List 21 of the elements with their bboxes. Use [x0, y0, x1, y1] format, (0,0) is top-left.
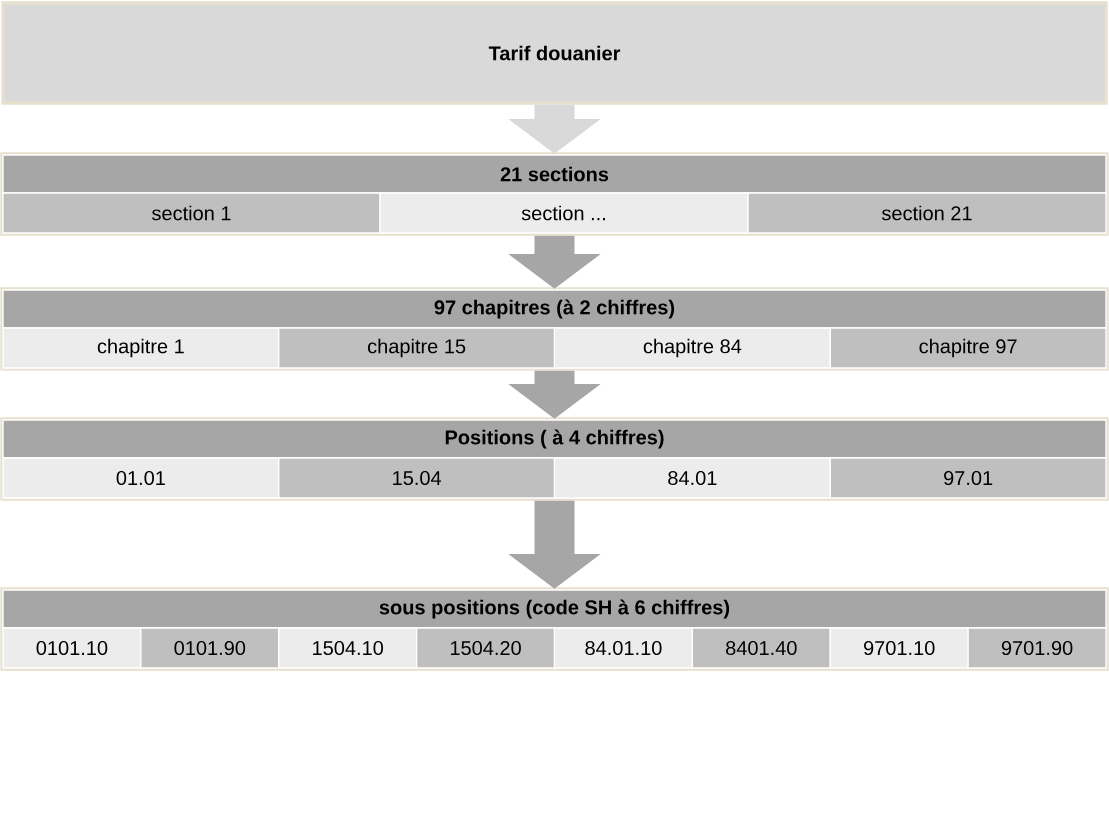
- table-cell: 01.01: [2, 457, 280, 499]
- table-cell: 9701.90: [967, 627, 1107, 669]
- title-bar: Tarif douanier: [1, 1, 1108, 105]
- table-cell: 8401.40: [691, 627, 831, 669]
- header-bar: 21 sections: [2, 154, 1107, 194]
- table-cell: 84.01.10: [553, 627, 694, 669]
- table-cell: section ...: [379, 192, 749, 234]
- table-cell: 0101.10: [2, 627, 142, 669]
- table-cell: chapitre 15: [278, 327, 556, 369]
- table-cell: 0101.90: [140, 627, 280, 669]
- table-cell: 1504.10: [278, 627, 418, 669]
- table-cell: section 1: [2, 192, 381, 234]
- table-cell: chapitre 1: [2, 327, 280, 369]
- table-cell: 84.01: [553, 457, 831, 499]
- table-cell: 1504.20: [415, 627, 556, 669]
- table-cell: 9701.10: [829, 627, 969, 669]
- table-cell: 15.04: [278, 457, 556, 499]
- table-cell: section 21: [747, 192, 1107, 234]
- table-cell: chapitre 84: [553, 327, 831, 369]
- table-cell: chapitre 97: [829, 327, 1107, 369]
- table-cell: 97.01: [829, 457, 1107, 499]
